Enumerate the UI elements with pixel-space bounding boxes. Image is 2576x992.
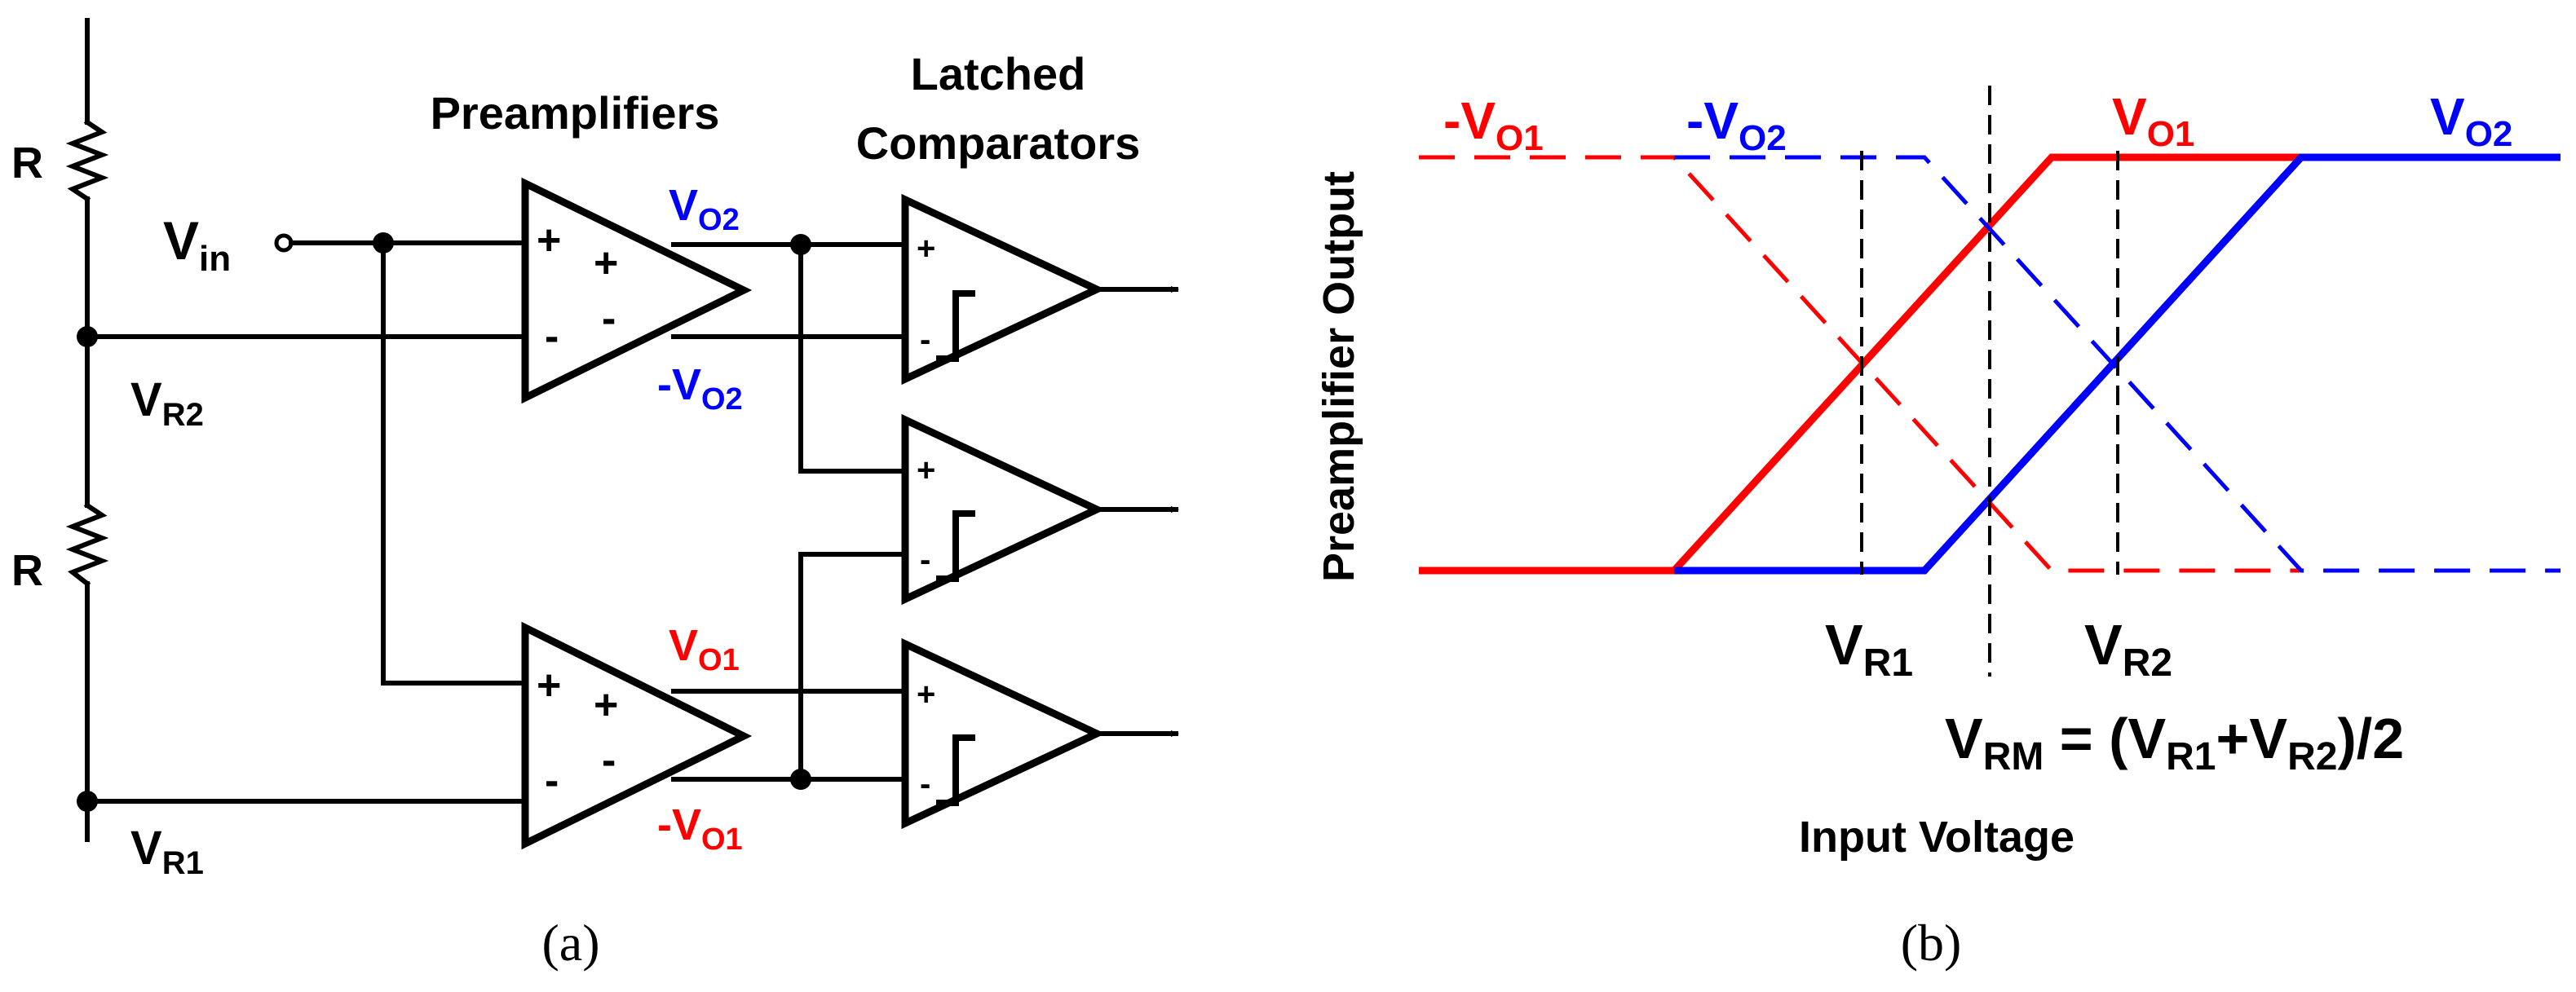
curve-vo1 <box>1419 153 2300 575</box>
preamp-bottom-input-plus: + <box>537 662 561 709</box>
latch-symbol-middle <box>936 510 975 582</box>
neg-vo2-label: -VO2 <box>657 360 743 417</box>
comparator-top <box>901 193 1106 386</box>
comp-top-plus: + <box>917 231 935 267</box>
comparator-bottom <box>901 637 1106 830</box>
preamp-top-input-plus: + <box>537 217 561 264</box>
vrm-equation: VRM = (VR1+VR2)/2 <box>1945 707 2404 778</box>
y-axis-label: Preamplifier Output <box>1315 171 1363 582</box>
comparator-middle <box>901 413 1106 606</box>
tick-vr1: VR1 <box>1825 613 1913 685</box>
panel-a-schematic: Preamplifiers Latched Comparators R R Vi… <box>11 18 1179 972</box>
curve-neg-vo1 <box>1419 155 2300 573</box>
preamp-top-output-plus: + <box>594 240 618 287</box>
comp-mid-plus: + <box>917 452 935 488</box>
title-latched: Latched <box>911 48 1086 99</box>
comp-mid-minus: - <box>920 542 930 578</box>
vo2-label: VO2 <box>669 181 740 237</box>
latch-symbol-top <box>936 290 975 362</box>
x-axis-label: Input Voltage <box>1799 813 2074 862</box>
label-neg-vo2: -VO2 <box>1686 91 1787 158</box>
preamp-top-input-minus: - <box>545 313 559 360</box>
neg-vo1-label: -VO1 <box>657 800 743 857</box>
comp-bot-plus: + <box>917 677 935 712</box>
vr2-label: VR2 <box>130 373 204 433</box>
caption-a: (a) <box>541 914 599 972</box>
vr1-label: VR1 <box>130 822 204 881</box>
preamp-bottom-input-minus: - <box>545 757 559 805</box>
title-preamplifiers: Preamplifiers <box>431 87 720 139</box>
resistor-top <box>65 118 109 203</box>
label-vo1: VO1 <box>2112 87 2194 154</box>
label-vo2: VO2 <box>2430 87 2512 154</box>
vo1-label: VO1 <box>669 621 740 677</box>
resistor-bottom <box>65 501 109 588</box>
comp-top-minus: - <box>920 322 930 358</box>
caption-b: (b) <box>1901 914 1962 972</box>
resistor-bottom-label: R <box>11 546 43 595</box>
vin-label: Vin <box>163 210 231 279</box>
label-neg-vo1: -VO1 <box>1443 91 1544 158</box>
panel-b-transfer-plot: Preamplifier Output -VO1 -VO2 VO1 VO2 VR… <box>1315 86 2561 972</box>
title-comparators: Comparators <box>856 117 1141 169</box>
comp-bot-minus: - <box>920 766 930 802</box>
preamp-bottom-output-minus: - <box>602 737 616 784</box>
preamp-bottom-output-plus: + <box>594 681 618 729</box>
preamp-top <box>521 177 753 404</box>
preamp-bottom <box>521 621 753 850</box>
latch-symbol-bottom <box>936 734 975 806</box>
preamp-top-output-minus: - <box>602 295 616 342</box>
resistor-top-label: R <box>11 139 43 187</box>
curve-neg-vo2 <box>1674 155 2561 573</box>
tick-vr2: VR2 <box>2084 613 2172 685</box>
